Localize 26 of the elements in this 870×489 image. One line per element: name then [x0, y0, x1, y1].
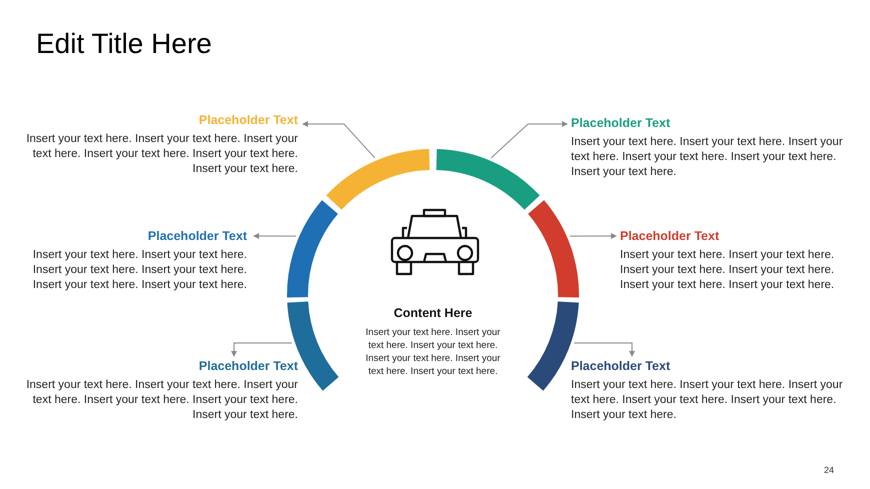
leader-arrow — [490, 121, 568, 158]
page-number: 24 — [824, 464, 834, 477]
body-text: Insert your text here. Insert your text here. Insert your text here. Insert your text here. Insert your text here. Insert your text here. — [32, 248, 247, 293]
leader-arrow — [302, 121, 376, 158]
body-text: Insert your text here. Insert your text here. Insert your text here. Insert your text here. Insert your text here. Insert your text here. — [571, 135, 843, 180]
heading-text: Placeholder Text — [198, 112, 298, 128]
arc-segment — [326, 149, 430, 210]
body-text: Insert your text here. Insert your text here. Insert your text here. Insert your text here. Insert your text here. Insert your text here. — [620, 248, 836, 293]
leader-arrow — [231, 342, 292, 357]
slide-title: Edit Title Here — [36, 27, 212, 61]
arc-segment — [528, 200, 579, 298]
body-text: Insert your text here. Insert your text here. Insert your text here. Insert your text here. Insert your text here. Insert your text here. — [571, 378, 843, 423]
leader-arrow — [574, 342, 635, 357]
heading-text: Placeholder Text — [620, 228, 720, 244]
body-text: Insert your text here. Insert your text here. Insert your text here. Insert your text here. Insert your text here. Insert your text here. — [26, 378, 298, 423]
leader-arrow — [253, 233, 297, 239]
body-text: Insert your text here. Insert your text here. Insert your text here. Insert your text here. Insert your text here. Insert your text here. — [364, 326, 502, 378]
arc-segment — [436, 149, 540, 210]
arc-segment — [287, 200, 338, 298]
leader-arrow — [569, 233, 617, 239]
heading-text: Placeholder Text — [571, 358, 672, 374]
heading-text: Content Here — [392, 305, 474, 322]
heading-text: Placeholder Text — [146, 228, 247, 244]
heading-text: Placeholder Text — [198, 358, 298, 374]
body-text: Insert your text here. Insert your text here. Insert your text here. Insert your text here. Insert your text here. Insert your text here. — [26, 132, 298, 177]
heading-text: Placeholder Text — [571, 115, 672, 131]
